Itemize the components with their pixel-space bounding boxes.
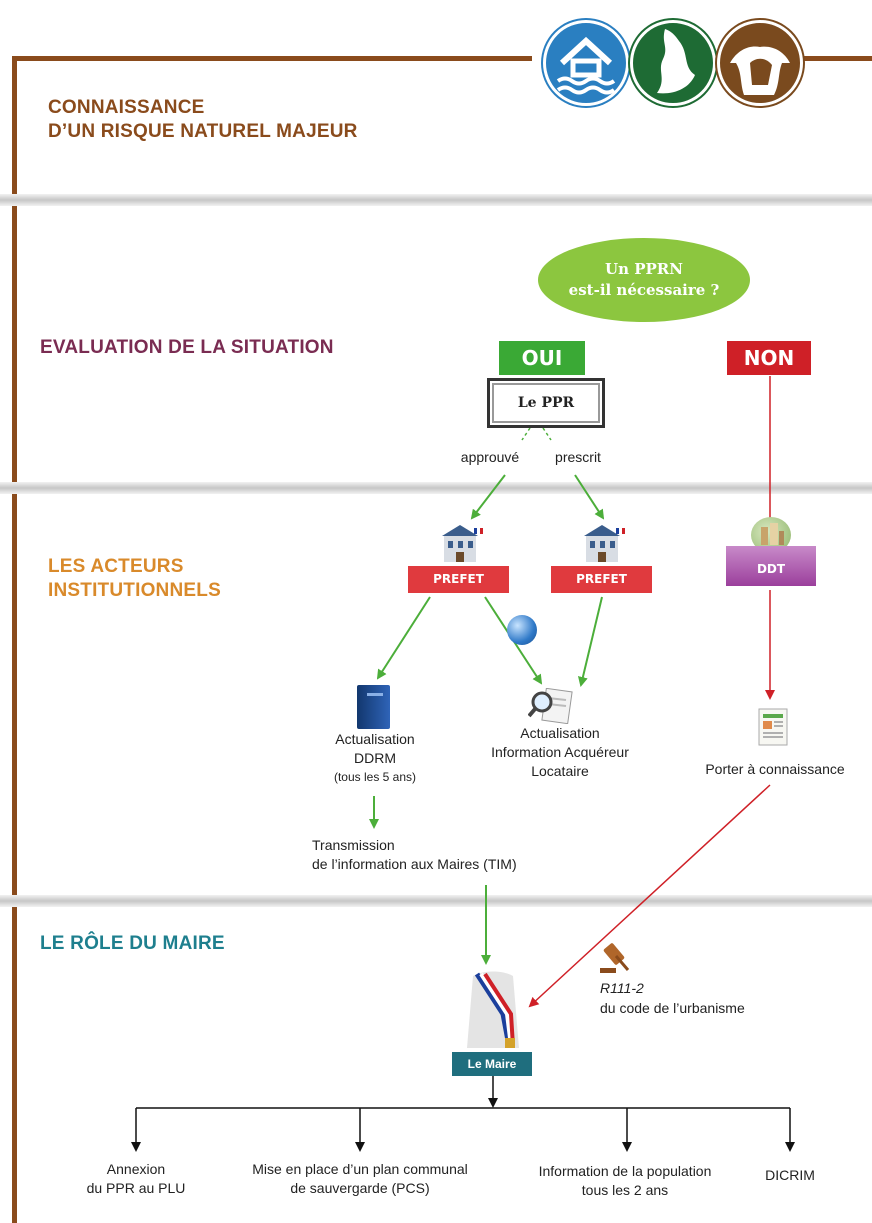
maire-badge: Le Maire bbox=[452, 1052, 532, 1076]
frame-left-border bbox=[12, 56, 17, 1223]
flood-house-icon bbox=[543, 20, 629, 106]
arrow-to-prefet-right bbox=[574, 474, 605, 520]
pac-text: Porter à connaissance bbox=[705, 761, 845, 777]
ppr-box: Le PPR bbox=[487, 378, 605, 428]
heading-acteurs-line-2: INSTITUTIONNELS bbox=[48, 580, 221, 601]
arrow-to-ddrm bbox=[376, 596, 431, 680]
question-ellipse: Un PPRN est-il nécessaire ? bbox=[538, 238, 750, 322]
prefet-right-badge: PREFET bbox=[551, 566, 652, 593]
title-line-1: CONNAISSANCE bbox=[48, 97, 205, 118]
info-line-1: Information de la population bbox=[538, 1163, 712, 1179]
r111-line-1: R111-2 bbox=[600, 980, 644, 996]
magnifier-document-icon bbox=[528, 688, 574, 724]
prefecture-building-icon-right bbox=[580, 522, 626, 564]
ial-line-3: Locataire bbox=[531, 763, 589, 779]
globe-icon bbox=[507, 615, 537, 645]
page-title: CONNAISSANCE D’UN RISQUE NATUREL MAJEUR bbox=[48, 96, 358, 144]
frame-top-border-left bbox=[12, 56, 532, 61]
ial-line-2: Information Acquéreur bbox=[491, 744, 629, 760]
tim-text: Transmission de l’information aux Maires… bbox=[312, 836, 552, 874]
pcs-line-1: Mise en place d’un plan communal bbox=[252, 1161, 468, 1177]
ddrm-line-2: DDRM bbox=[354, 750, 396, 766]
r111-line-2: du code de l’urbanisme bbox=[600, 1000, 745, 1016]
info-population-text: Information de la population tous les 2 … bbox=[510, 1162, 740, 1200]
answer-oui-badge: OUI bbox=[499, 341, 585, 375]
prefet-left-badge: PREFET bbox=[408, 566, 509, 593]
label-prescrit: prescrit bbox=[555, 449, 601, 465]
question-line-1: Un PPRN bbox=[605, 260, 683, 278]
ial-text: Actualisation Information Acquéreur Loca… bbox=[470, 724, 650, 781]
tim-line-2: de l’information aux Maires (TIM) bbox=[312, 856, 517, 872]
annexion-text: Annexion du PPR au PLU bbox=[66, 1160, 206, 1198]
r111-text: R111-2 du code de l’urbanisme bbox=[600, 978, 745, 1018]
ddrm-text: Actualisation DDRM (tous les 5 ans) bbox=[300, 730, 450, 787]
maire-figure-icon bbox=[463, 968, 523, 1050]
ddrm-book-icon bbox=[357, 685, 390, 729]
heading-acteurs-line-1: LES ACTEURS bbox=[48, 556, 184, 577]
separator-band-1 bbox=[0, 194, 872, 206]
dash-approuve bbox=[521, 427, 531, 441]
question-line-2: est-il nécessaire ? bbox=[568, 281, 720, 299]
dash-prescrit bbox=[542, 427, 552, 441]
coast-icon bbox=[630, 20, 716, 106]
ial-line-1: Actualisation bbox=[520, 725, 600, 741]
dicrim-text: DICRIM bbox=[765, 1167, 815, 1183]
arrow-to-prefet-left bbox=[470, 474, 506, 520]
heading-evaluation: EVALUATION DE LA SITUATION bbox=[40, 337, 334, 358]
arrow-pac-to-maire bbox=[528, 784, 771, 1008]
gavel-icon bbox=[598, 940, 634, 976]
label-approuve: approuvé bbox=[460, 449, 520, 465]
ddt-badge: DDT bbox=[726, 546, 816, 586]
title-line-2: D’UN RISQUE NATUREL MAJEUR bbox=[48, 121, 358, 142]
document-icon bbox=[753, 705, 793, 749]
annexion-line-1: Annexion bbox=[106, 1161, 166, 1177]
ddrm-line-3: (tous les 5 ans) bbox=[333, 770, 417, 784]
heading-acteurs: LES ACTEURS INSTITUTIONNELS bbox=[48, 555, 221, 603]
cliff-icon bbox=[717, 20, 803, 106]
frame-top-border-right bbox=[802, 56, 872, 61]
separator-band-3 bbox=[0, 895, 872, 907]
prefecture-building-icon-left bbox=[438, 522, 484, 564]
info-line-2: tous les 2 ans bbox=[581, 1182, 669, 1198]
tim-line-1: Transmission bbox=[312, 837, 395, 853]
annexion-line-2: du PPR au PLU bbox=[86, 1180, 186, 1196]
pcs-text: Mise en place d’un plan communal de sauv… bbox=[230, 1160, 490, 1198]
arrow-to-ial-right bbox=[577, 596, 603, 687]
pcs-line-2: de sauvergarde (PCS) bbox=[290, 1180, 430, 1196]
answer-non-badge: NON bbox=[727, 341, 811, 375]
separator-band-2 bbox=[0, 482, 872, 494]
heading-role-maire: LE RÔLE DU MAIRE bbox=[40, 933, 225, 954]
ddrm-line-1: Actualisation bbox=[335, 731, 415, 747]
